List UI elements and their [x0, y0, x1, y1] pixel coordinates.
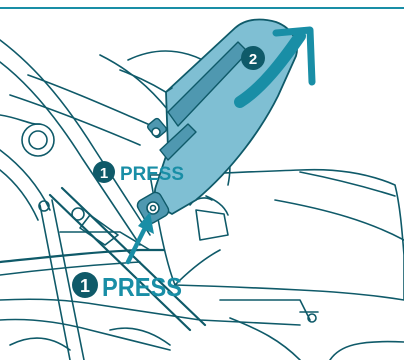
press-label-upper: PRESS	[120, 164, 184, 185]
step-2-number: 2	[249, 51, 257, 68]
press-arrow-icon	[128, 212, 154, 262]
step-1-number-upper: 1	[100, 165, 108, 182]
press-callout-lower: 1 PRESS	[72, 272, 182, 302]
step-1-number-lower: 1	[80, 276, 90, 296]
press-callout-upper: 1 PRESS	[93, 161, 184, 185]
press-label-lower: PRESS	[102, 272, 182, 302]
step-2-callout: 2	[241, 46, 265, 70]
